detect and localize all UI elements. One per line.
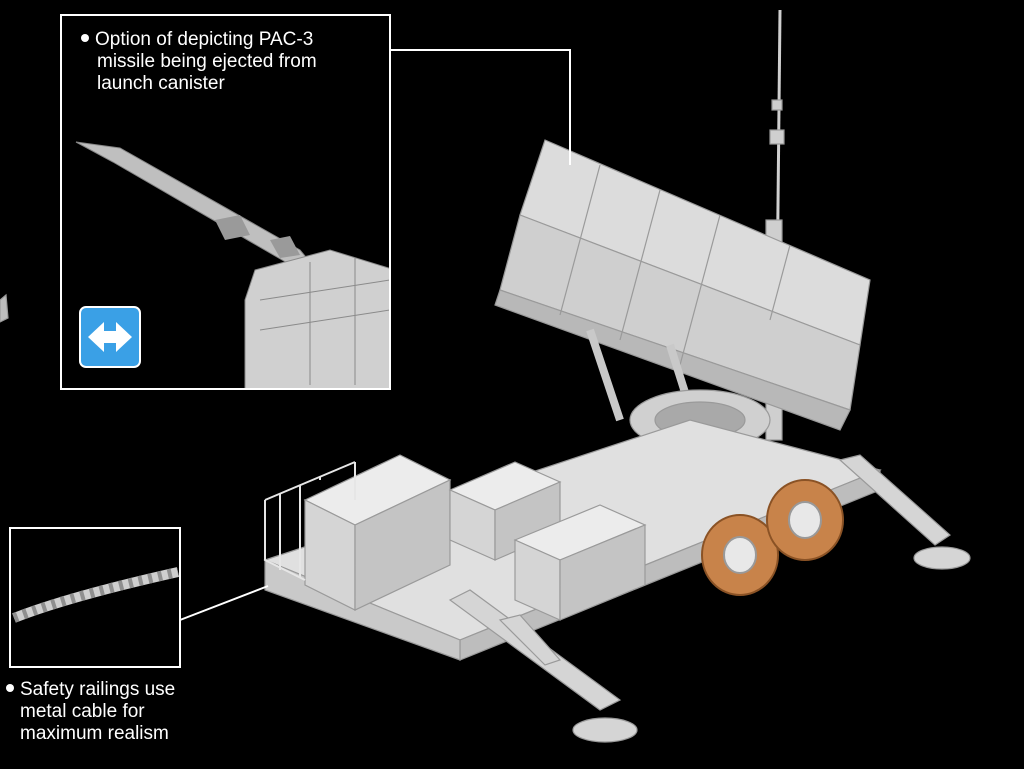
launcher-vehicle — [0, 9, 971, 743]
safety-railings — [264, 461, 356, 581]
callout-railings: Safety railings use metal cable for maxi… — [6, 679, 175, 745]
double-arrow-icon — [79, 306, 141, 368]
inset-canisters — [244, 249, 389, 388]
callout-pac3-line-3: launch canister — [97, 73, 225, 94]
electronics-box — [448, 461, 562, 561]
callout-pac3: Option of depicting PAC-3 missile being … — [81, 29, 317, 95]
outriggers — [448, 454, 971, 743]
callout-pac3-line-2: missile being ejected from — [97, 51, 317, 72]
callout-railings-line-3: maximum realism — [20, 723, 169, 744]
bullet-icon — [6, 684, 14, 692]
leader-line-railings — [179, 585, 269, 621]
callout-railings-line-2: metal cable for — [20, 701, 145, 722]
cabinet-box — [513, 504, 647, 621]
callout-pac3-line-1: Option of depicting PAC-3 — [95, 29, 314, 50]
inset-metal-cable — [9, 527, 181, 668]
callout-railings-line-1: Safety railings use — [20, 679, 176, 700]
generator-box — [303, 454, 452, 611]
inset-pac3-missile — [60, 14, 391, 390]
leader-line-pac3 — [390, 49, 571, 165]
bullet-icon — [81, 34, 89, 42]
wheels — [701, 479, 844, 596]
